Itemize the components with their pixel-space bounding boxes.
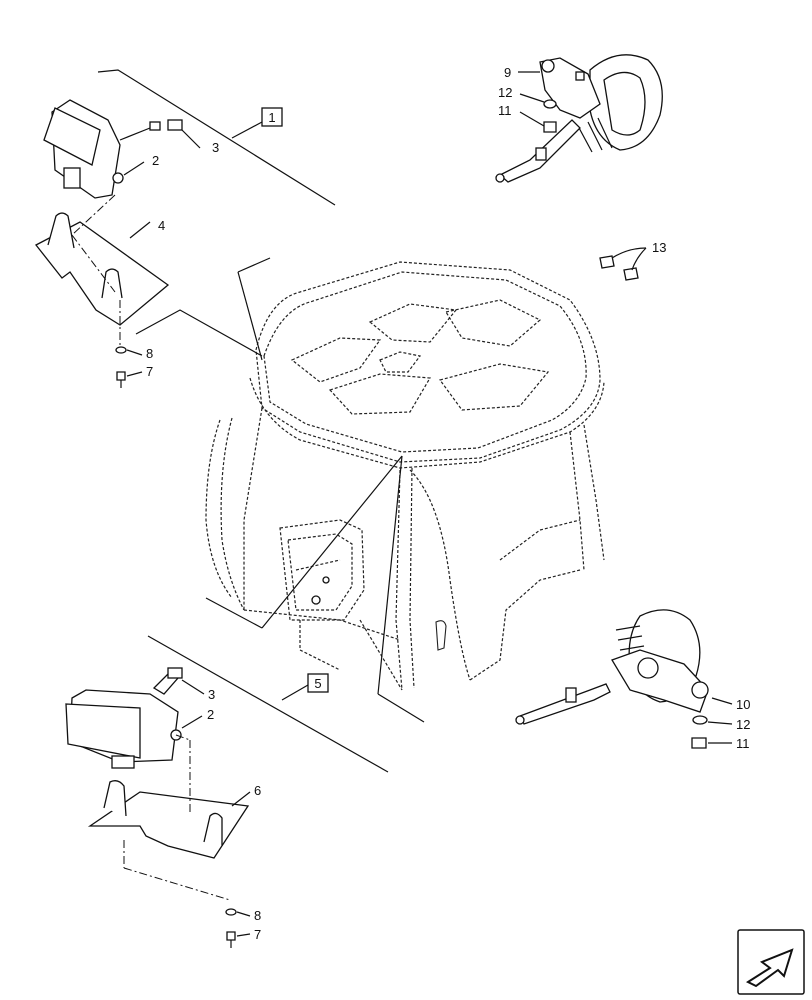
work-lamp-top-left — [43, 99, 183, 199]
washer-bolt-top — [115, 346, 127, 388]
work-lamp-bottom-left — [65, 667, 183, 769]
group-1-bracket: 1 — [97, 69, 336, 206]
callout-8-bottom: 8 — [254, 908, 261, 923]
nut-top-right — [543, 121, 557, 133]
callout-11-bottom: 11 — [736, 736, 750, 751]
round-lamp-top-right — [495, 54, 663, 183]
callout-3-bottom: 3 — [208, 687, 215, 702]
callout-11-top: 11 — [498, 103, 512, 118]
callout-3-top: 3 — [212, 140, 219, 155]
nut-bottom-right — [691, 737, 707, 749]
callout-2-top: 2 — [152, 153, 159, 168]
mounting-plate-top — [35, 194, 170, 345]
tractor-cab — [205, 261, 605, 691]
callout-10: 10 — [736, 697, 750, 712]
mounting-plate-bottom — [87, 734, 250, 901]
callout-1: 1 — [268, 110, 275, 125]
callout-2-bottom: 2 — [207, 707, 214, 722]
washer-bottom-right — [692, 715, 708, 725]
callout-7-top: 7 — [146, 364, 153, 379]
group-5-bracket: 5 — [147, 635, 389, 773]
callout-8-top: 8 — [146, 346, 153, 361]
callout-5: 5 — [314, 676, 321, 691]
callout-12-bottom: 12 — [736, 717, 750, 732]
callout-7-bottom: 7 — [254, 927, 261, 942]
washer-bolt-bottom — [225, 908, 237, 948]
callout-9: 9 — [504, 65, 511, 80]
callout-6: 6 — [254, 783, 261, 798]
callout-13: 13 — [652, 240, 666, 255]
callout-4: 4 — [158, 218, 165, 233]
washer-top-right — [543, 99, 557, 109]
arrow-icon[interactable] — [737, 929, 805, 995]
round-lamp-bottom-right — [515, 609, 709, 725]
callout-12-top: 12 — [498, 85, 512, 100]
